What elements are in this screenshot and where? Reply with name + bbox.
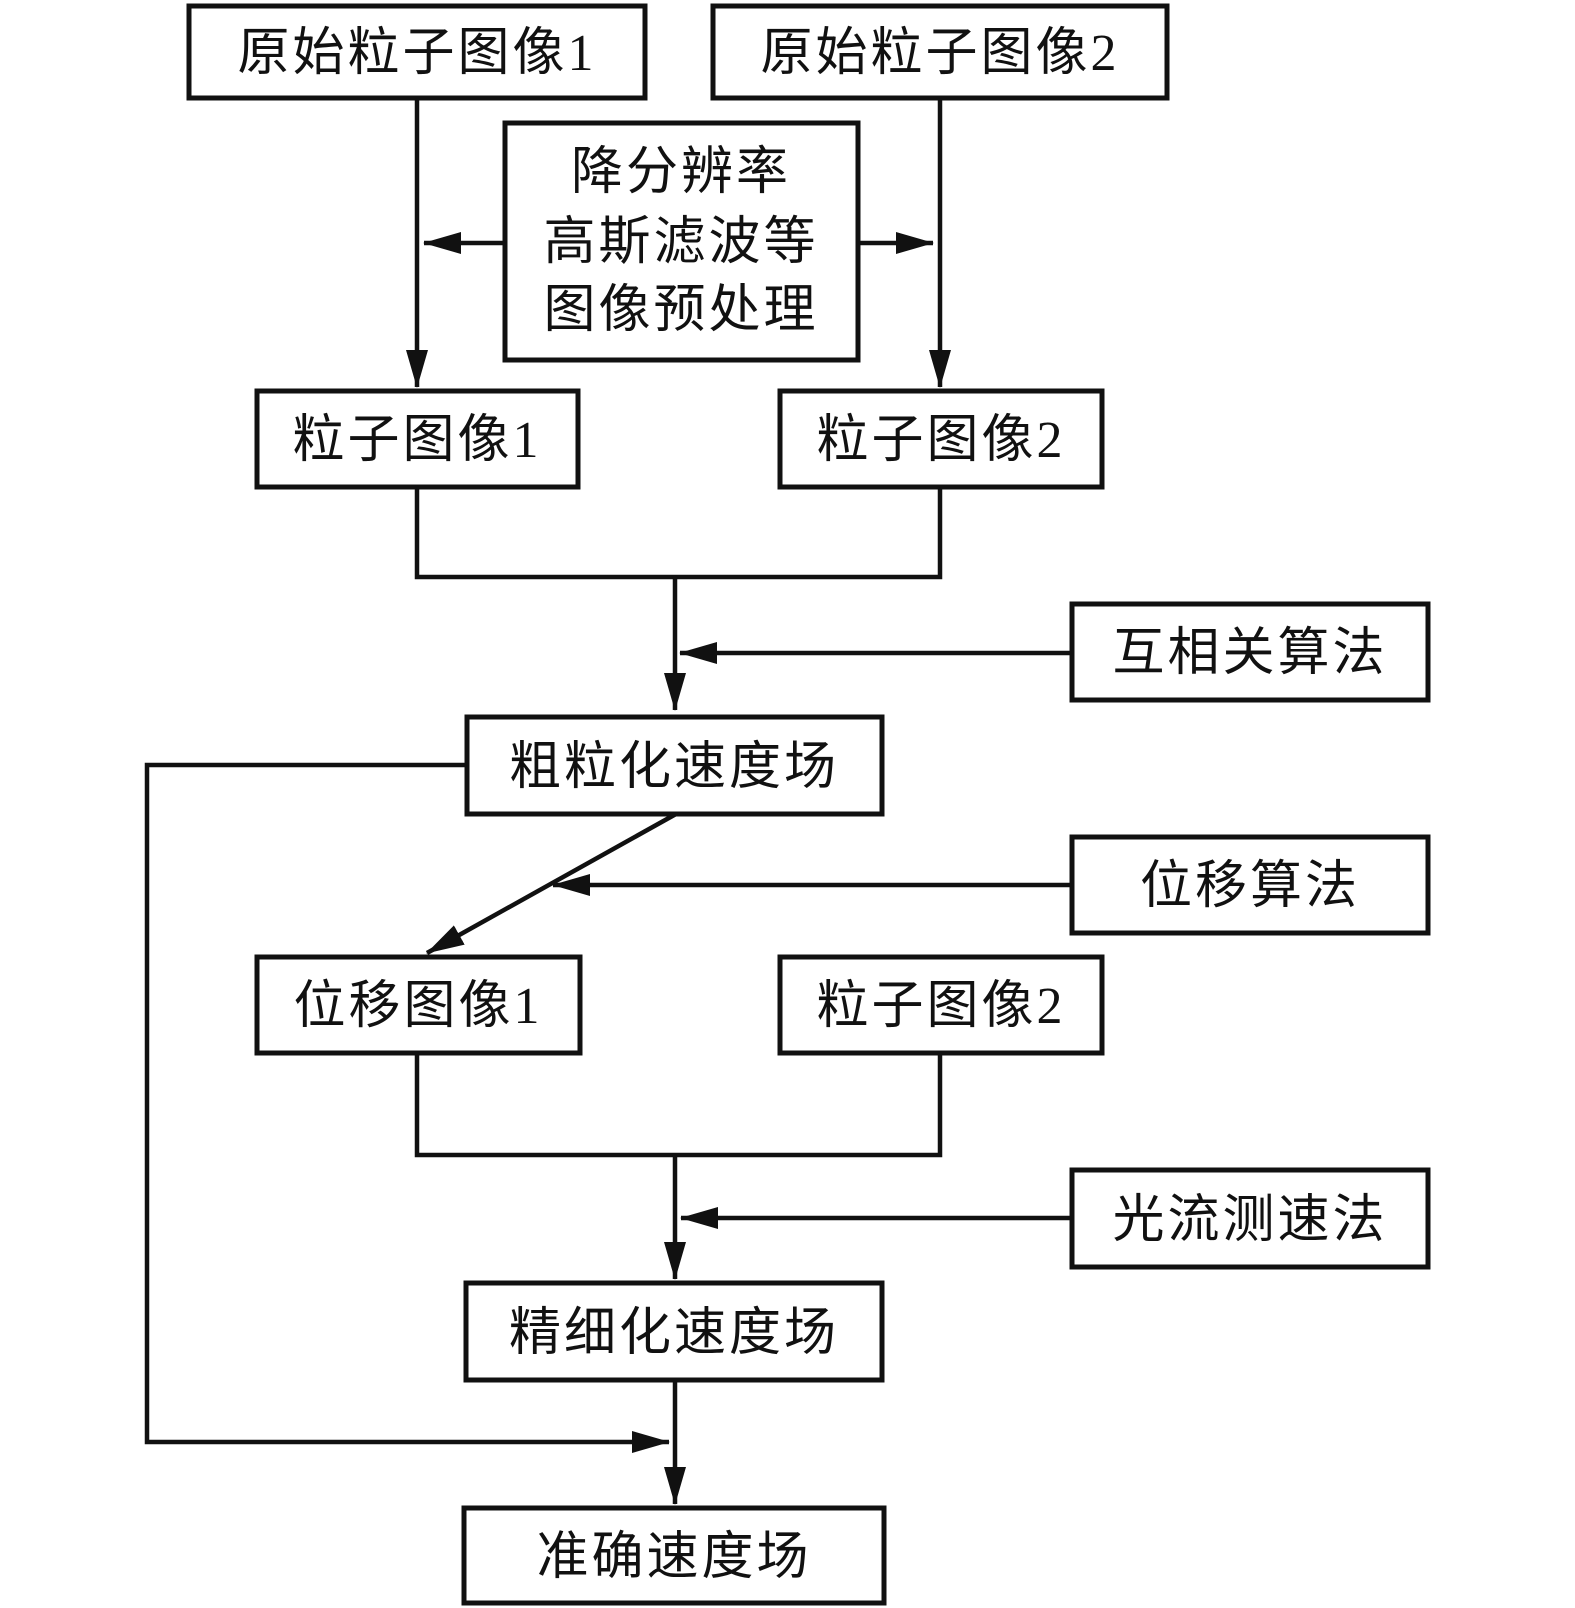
node-original-image-1-box — [186, 3, 648, 101]
node-accurate-velocity-field-box — [461, 1505, 887, 1606]
node-particle-image-1-label: 粒子图像1 — [292, 412, 541, 469]
node-preprocessing-box — [502, 120, 861, 363]
node-particle-image-2-box — [777, 388, 1105, 490]
node-accurate-velocity-field: 准确速度场 — [461, 1505, 887, 1606]
edge-coarse-left-feedback — [144, 762, 670, 1453]
edge-coarse-to-displacement-image — [425, 812, 678, 955]
node-displacement-image-1-box — [254, 954, 583, 1056]
node-cross-correlation-label: 互相关算法 — [1112, 625, 1387, 682]
node-displacement-algorithm: 位移算法 — [1069, 834, 1431, 936]
node-displacement-image-1-label: 位移图像1 — [293, 978, 542, 1035]
connector-particle-merge — [414, 487, 943, 580]
node-preprocessing-line-1: 降分辨率 — [571, 144, 791, 201]
node-coarse-velocity-field: 粗粒化速度场 — [464, 714, 885, 817]
node-particle-image-1-box — [254, 388, 581, 490]
node-preprocessing-line-2: 高斯滤波等 — [543, 214, 818, 271]
node-particle-image-2-label: 粒子图像2 — [816, 412, 1065, 469]
node-preprocessing-line-3: 图像预处理 — [543, 282, 818, 339]
node-original-image-2-label: 原始粒子图像2 — [760, 25, 1119, 82]
node-optical-flow-label: 光流测速法 — [1112, 1192, 1387, 1249]
node-accurate-velocity-field-label: 准确速度场 — [536, 1529, 811, 1586]
node-particle-image-2: 粒子图像2 — [777, 388, 1105, 490]
node-particle-image-2-second-box — [777, 954, 1105, 1056]
node-original-image-2-box — [710, 3, 1170, 101]
node-optical-flow-velocimetry: 光流测速法 — [1069, 1167, 1431, 1270]
node-coarse-velocity-field-box — [464, 714, 885, 817]
node-optical-flow-box — [1069, 1167, 1431, 1270]
node-particle-image-2-second: 粒子图像2 — [777, 954, 1105, 1056]
node-cross-correlation-box — [1069, 601, 1431, 703]
node-displacement-algorithm-label: 位移算法 — [1140, 858, 1360, 915]
node-refined-velocity-field: 精细化速度场 — [463, 1280, 885, 1383]
node-refined-velocity-field-box — [463, 1280, 885, 1383]
node-coarse-velocity-field-label: 粗粒化速度场 — [509, 739, 839, 796]
node-preprocessing: 降分辨率 高斯滤波等 图像预处理 — [502, 120, 861, 363]
node-original-image-2: 原始粒子图像2 — [710, 3, 1170, 101]
node-particle-image-1: 粒子图像1 — [254, 388, 581, 490]
node-original-image-1: 原始粒子图像1 — [186, 3, 648, 101]
node-particle-image-2-second-label: 粒子图像2 — [816, 978, 1065, 1035]
node-displacement-algorithm-box — [1069, 834, 1431, 936]
node-displacement-image-1: 位移图像1 — [254, 954, 583, 1056]
node-refined-velocity-field-label: 精细化速度场 — [509, 1305, 839, 1362]
node-original-image-1-label: 原始粒子图像1 — [237, 25, 596, 82]
node-cross-correlation-algorithm: 互相关算法 — [1069, 601, 1431, 703]
connector-displacement-merge — [414, 1053, 943, 1158]
